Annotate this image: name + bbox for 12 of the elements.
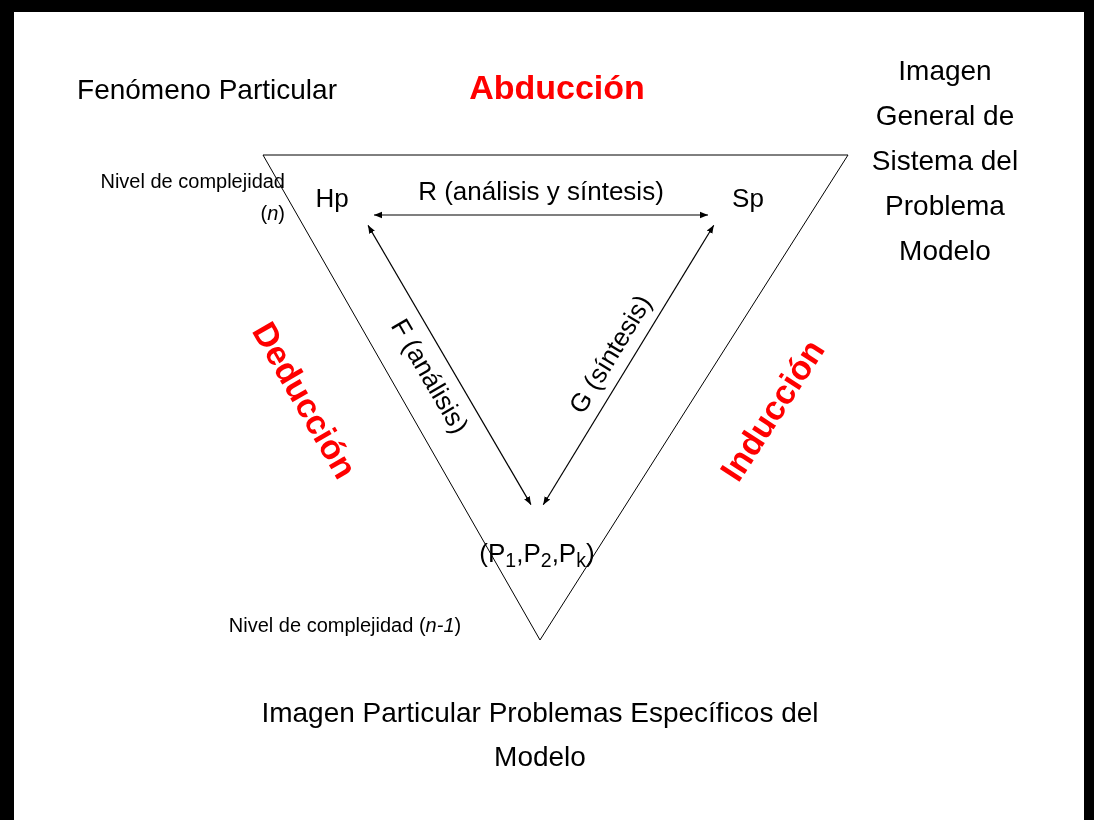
text-label: Nivel de complejidad (n-1) [227, 613, 463, 638]
double-arrow [373, 211, 709, 219]
text-label: Fenómeno Particular [77, 73, 337, 107]
text-label: Imagen General de Sistema del Problema Modelo [870, 53, 1020, 268]
node-text: Hp [315, 183, 349, 213]
text-label: Abducción [468, 67, 646, 107]
node-text: Sp [732, 183, 764, 213]
text-label: Nivel de complejidad (n) [99, 169, 285, 226]
double-arrow [542, 224, 715, 506]
double-arrow [367, 224, 532, 506]
text-label: Imagen Particular Problemas Específicos del Modelo [260, 696, 820, 774]
node-text: (P$_{1}$,P$_{2}$,P$_{k}$) [479, 538, 595, 568]
